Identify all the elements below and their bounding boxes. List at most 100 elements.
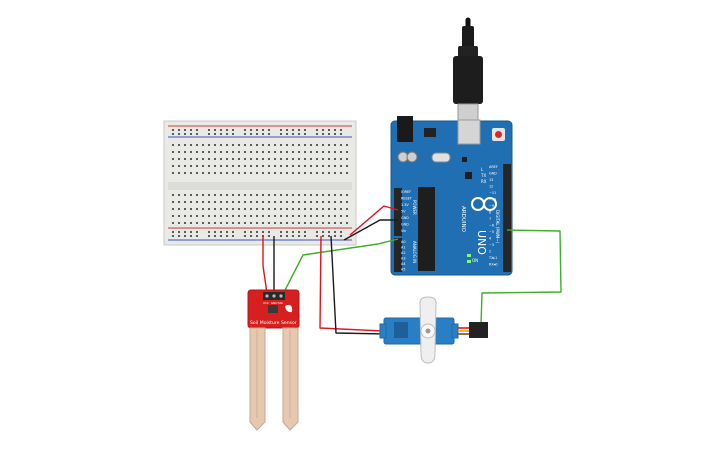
breadboard-hole: [280, 165, 282, 167]
breadboard-hole: [328, 158, 330, 160]
breadboard-hole: [250, 215, 252, 217]
breadboard-hole: [280, 151, 282, 153]
breadboard-hole: [274, 151, 276, 153]
breadboard-hole: [286, 201, 288, 203]
breadboard-hole: [226, 201, 228, 203]
breadboard-hole: [256, 208, 258, 210]
breadboard-hole: [250, 172, 252, 174]
breadboard-hole: [310, 172, 312, 174]
breadboard-hole: [268, 235, 270, 237]
wire-servo-signal-green[interactable]: [480, 229, 562, 326]
breadboard-hole: [298, 158, 300, 160]
breadboard-hole: [322, 235, 324, 237]
breadboard-hole: [256, 158, 258, 160]
breadboard-hole: [310, 194, 312, 196]
breadboard-hole: [286, 215, 288, 217]
breadboard-hole: [208, 208, 210, 210]
breadboard-hole: [304, 208, 306, 210]
breadboard-hole: [256, 231, 258, 233]
breadboard-hole: [196, 158, 198, 160]
breadboard-hole: [274, 208, 276, 210]
breadboard-hole: [220, 222, 222, 224]
breadboard-hole: [202, 194, 204, 196]
breadboard-hole: [346, 201, 348, 203]
breadboard-hole: [238, 144, 240, 146]
breadboard-hole: [256, 215, 258, 217]
breadboard-hole: [220, 231, 222, 233]
breadboard-hole: [334, 194, 336, 196]
breadboard-hole: [184, 222, 186, 224]
digital-pin-label: 12: [489, 185, 493, 189]
wire-servo-gnd-black[interactable]: [330, 235, 385, 335]
breadboard-hole: [286, 208, 288, 210]
breadboard-hole: [196, 208, 198, 210]
breadboard-hole: [286, 133, 288, 135]
breadboard-hole: [268, 144, 270, 146]
breadboard-hole: [262, 158, 264, 160]
breadboard-hole: [238, 194, 240, 196]
breadboard-hole: [304, 144, 306, 146]
breadboard-hole: [322, 172, 324, 174]
wire-sensor-vcc-red[interactable]: [262, 236, 269, 301]
power-pin-label: GND: [401, 223, 409, 227]
digital-pin-label: 4: [489, 237, 491, 241]
breadboard-hole: [196, 231, 198, 233]
breadboard-hole: [292, 165, 294, 167]
breadboard-hole: [262, 165, 264, 167]
servo-connector[interactable]: [469, 322, 488, 338]
breadboard-hole: [226, 172, 228, 174]
breadboard-hole: [304, 165, 306, 167]
breadboard-hole: [196, 165, 198, 167]
digital-pin-label: ~3: [489, 243, 494, 247]
power-pin-label: 5V: [401, 210, 406, 214]
breadboard-hole: [244, 208, 246, 210]
wire-5v-red[interactable]: [349, 205, 399, 236]
breadboard-hole: [286, 231, 288, 233]
wire-gnd-black[interactable]: [343, 219, 398, 241]
breadboard-hole: [346, 222, 348, 224]
breadboard-hole: [178, 133, 180, 135]
breadboard-hole: [268, 222, 270, 224]
breadboard-hole: [208, 222, 210, 224]
breadboard-hole: [172, 165, 174, 167]
breadboard-hole: [334, 133, 336, 135]
breadboard-hole: [292, 222, 294, 224]
wire-servo-vcc-red[interactable]: [319, 235, 385, 332]
breadboard-hole: [304, 235, 306, 237]
breadboard-hole: [244, 133, 246, 135]
wire-a0-green[interactable]: [279, 238, 399, 301]
breadboard-hole: [190, 231, 192, 233]
breadboard-hole: [256, 222, 258, 224]
sensor-label: Soil Moisture Sensor: [250, 320, 297, 326]
breadboard-hole: [172, 231, 174, 233]
breadboard-hole: [322, 222, 324, 224]
breadboard-hole: [178, 215, 180, 217]
breadboard-hole: [346, 208, 348, 210]
breadboard-hole: [262, 231, 264, 233]
breadboard-hole: [232, 222, 234, 224]
breadboard-hole: [202, 208, 204, 210]
breadboard-hole: [262, 129, 264, 131]
breadboard-hole: [214, 129, 216, 131]
breadboard-hole: [196, 144, 198, 146]
breadboard-hole: [262, 144, 264, 146]
breadboard-hole: [202, 222, 204, 224]
digital-pin-label: TX▸1: [488, 256, 497, 260]
breadboard-hole: [334, 172, 336, 174]
breadboard-hole: [226, 151, 228, 153]
breadboard-hole: [208, 201, 210, 203]
arduino-uno-board: ARDUINO UNO POWER ANALOG IN DIGITAL (PWM…: [390, 116, 513, 276]
breadboard-hole: [286, 194, 288, 196]
breadboard-hole: [274, 144, 276, 146]
breadboard-hole: [184, 151, 186, 153]
breadboard-hole: [280, 231, 282, 233]
breadboard-hole: [178, 235, 180, 237]
breadboard-hole: [190, 151, 192, 153]
breadboard-hole: [172, 158, 174, 160]
digital-pin-label: ~6: [489, 224, 494, 228]
breadboard-hole: [328, 151, 330, 153]
breadboard-hole: [208, 158, 210, 160]
breadboard-hole: [190, 222, 192, 224]
breadboard-hole: [178, 231, 180, 233]
breadboard-hole: [298, 194, 300, 196]
